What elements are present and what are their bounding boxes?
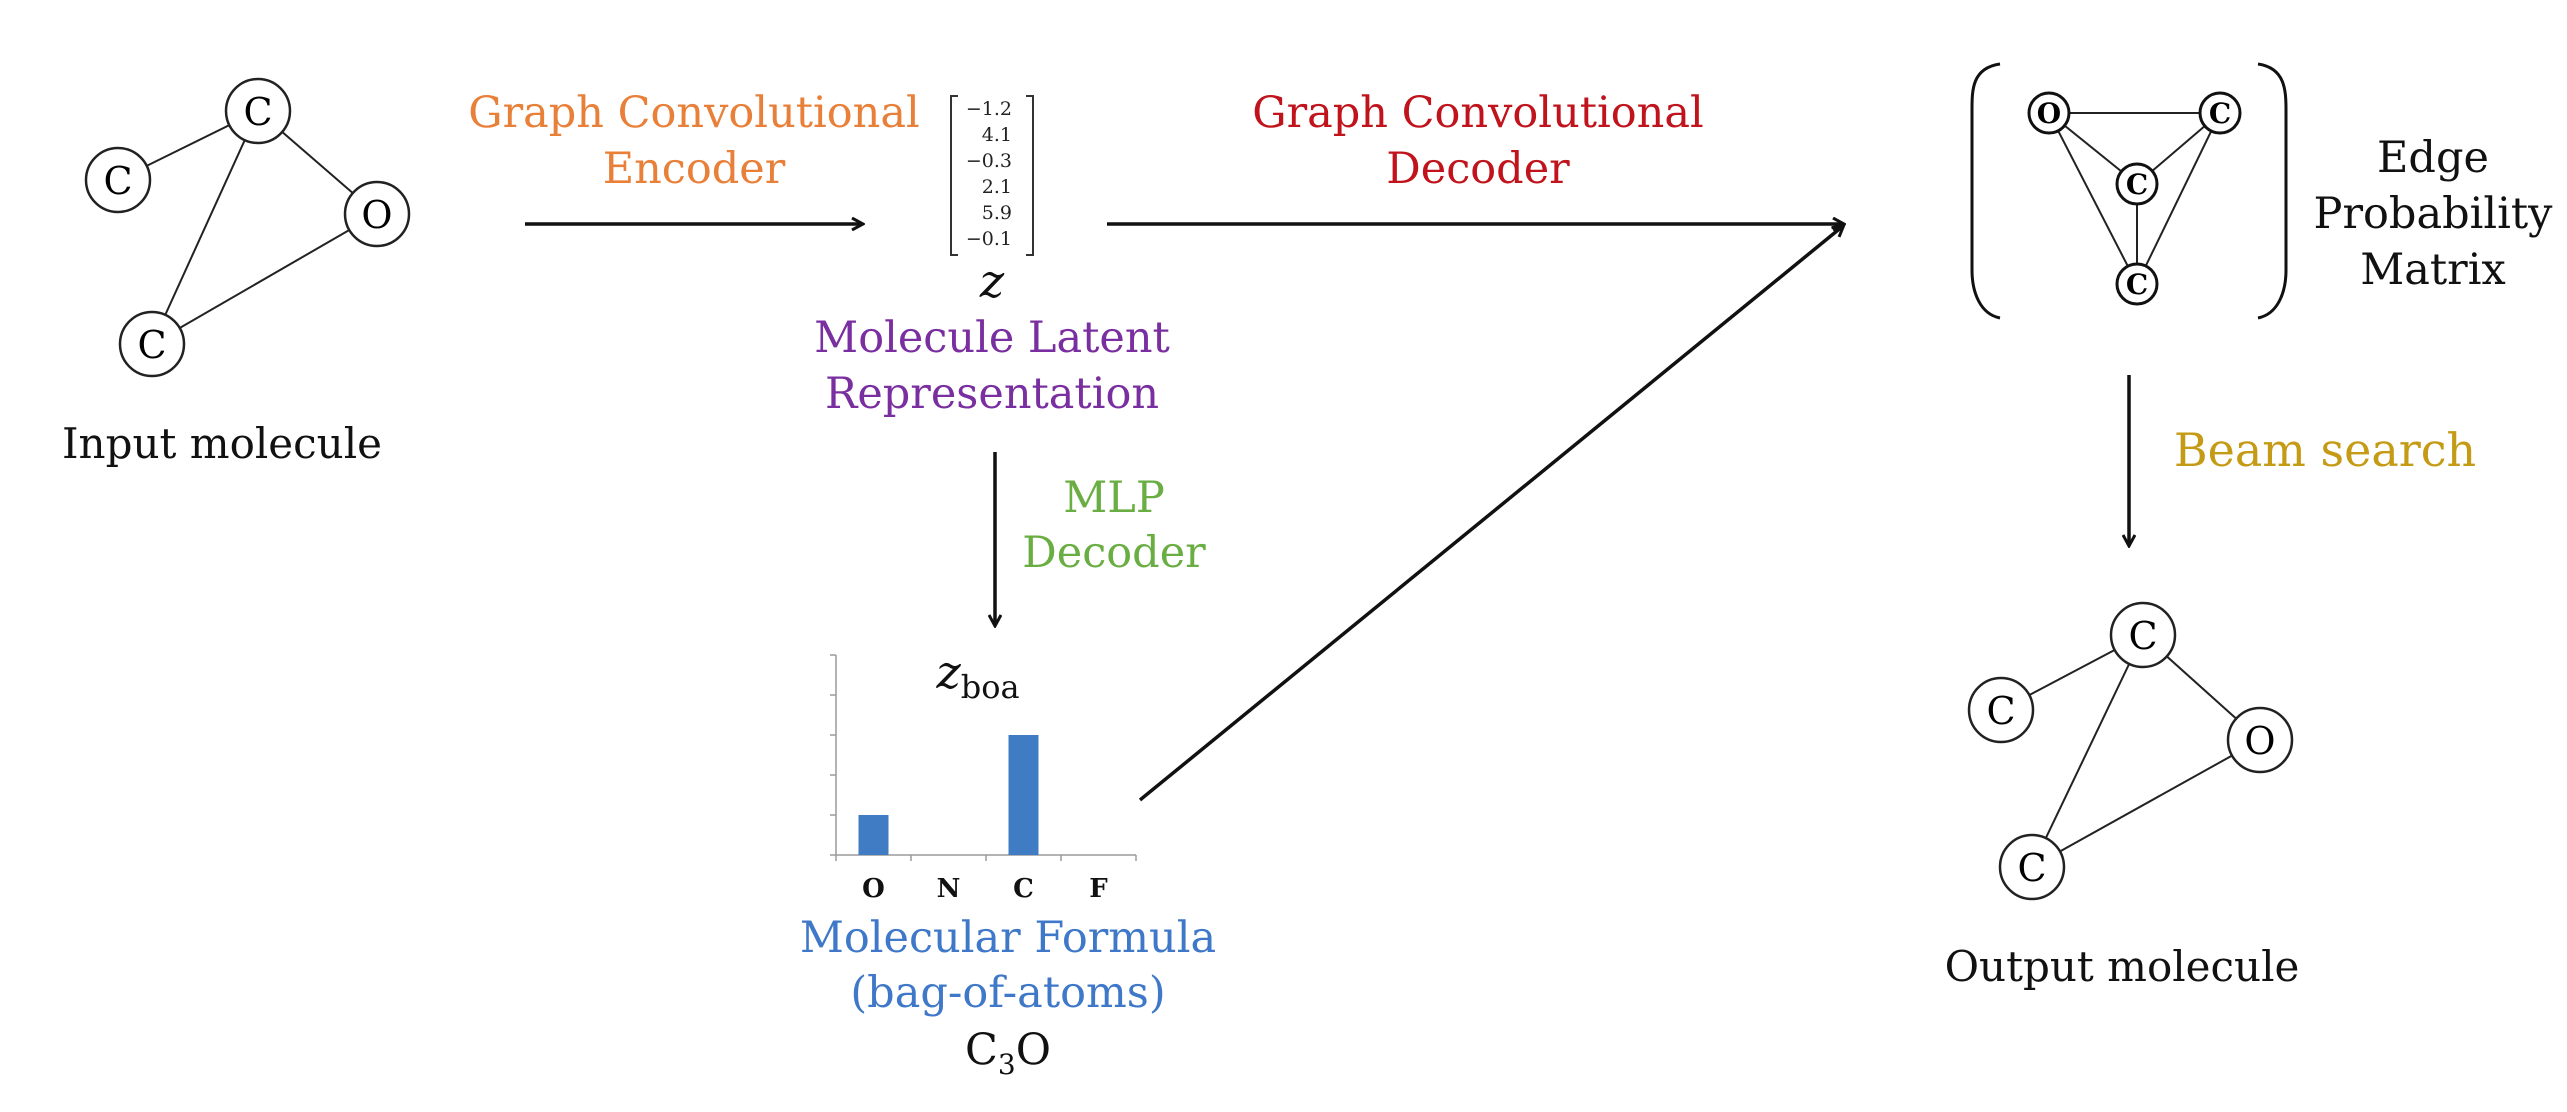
latent-vector: −1.2 4.1 −0.3 2.1 5.9 −0.1 [950,95,1034,256]
latent-value: 2.1 [982,176,1012,198]
encoder-label-line2: Encoder [603,144,786,194]
atom-label: O [2037,97,2061,130]
bond [151,110,259,345]
output-molecule-atoms: C C O C [1967,601,2294,901]
atom-label: C [2209,97,2231,130]
atom-node: C [118,310,186,378]
atom-node: O [2027,91,2071,135]
atom-label: C [2126,268,2148,301]
edge [2048,112,2138,285]
beam-search-label: Beam search [2174,423,2476,477]
mlp-decoder-label-line1: MLP [1063,473,1165,523]
bond [2031,634,2144,868]
chart-x-label: C [1013,874,1034,904]
encoder-label-line1: Graph Convolutional [468,88,920,138]
chart-x-label: N [937,874,961,904]
atom-node: C [2115,262,2159,306]
output-molecule-label: Output molecule [1945,942,2300,991]
atom-label: C [243,90,272,134]
bond [2031,739,2261,868]
edge-matrix-atoms: O C C C [2027,91,2242,306]
atom-label: C [2126,168,2148,201]
atom-node: C [224,77,292,145]
atom-node: C [2109,601,2177,669]
atom-label: C [137,323,166,367]
atom-node: C [2115,162,2159,206]
latent-value: −1.2 [966,98,1012,120]
edge-matrix-brackets [1970,62,2288,320]
latent-label-line2: Representation [825,369,1159,419]
atom-label: C [1986,689,2015,733]
graph-decoder-label-line1: Graph Convolutional [1252,88,1704,138]
atom-node: C [1998,833,2066,901]
edge-matrix-label-line1: Edge [2377,133,2489,183]
input-molecule-atoms: C C O C [84,77,411,378]
edge [2136,112,2221,285]
latent-value: −0.1 [966,228,1012,250]
latent-value: 5.9 [982,202,1012,224]
molecular-formula: C3O [965,1025,1051,1081]
atom-label: O [361,193,392,237]
atom-label: O [2244,719,2275,763]
atom-node: O [343,180,411,248]
atom-node: C [1967,676,2035,744]
latent-label-line1: Molecule Latent [814,313,1170,363]
bond [151,213,378,345]
graph-decoder-label-line2: Decoder [1386,144,1570,194]
formula-label-line2: (bag-of-atoms) [850,968,1165,1018]
edge-matrix-label-line2: Probability [2314,189,2554,239]
atom-node: O [2226,706,2294,774]
formula-label-line1: Molecular Formula [800,913,1216,963]
formula-to-decoder-arrow [1138,226,1843,802]
input-molecule-graph [117,110,378,345]
chart-x-label: O [862,874,885,904]
atom-label: C [2017,846,2046,890]
atom-label: C [2128,614,2157,658]
atom-node: C [84,146,152,214]
chart-bar-O [858,815,889,855]
atom-label: C [103,159,132,203]
atom-node: C [2198,91,2242,135]
chart-x-label: F [1089,874,1108,904]
edge-matrix-label-line3: Matrix [2360,245,2506,295]
output-molecule-graph [2000,634,2261,868]
latent-value: −0.3 [966,150,1012,172]
chart-bar-C [1008,735,1039,855]
latent-symbol: z [979,254,1005,308]
mlp-decoder-label-line2: Decoder [1022,528,1206,578]
input-molecule-label: Input molecule [62,419,382,468]
latent-value: 4.1 [982,124,1012,146]
boa-symbol: zboa [935,645,1019,706]
